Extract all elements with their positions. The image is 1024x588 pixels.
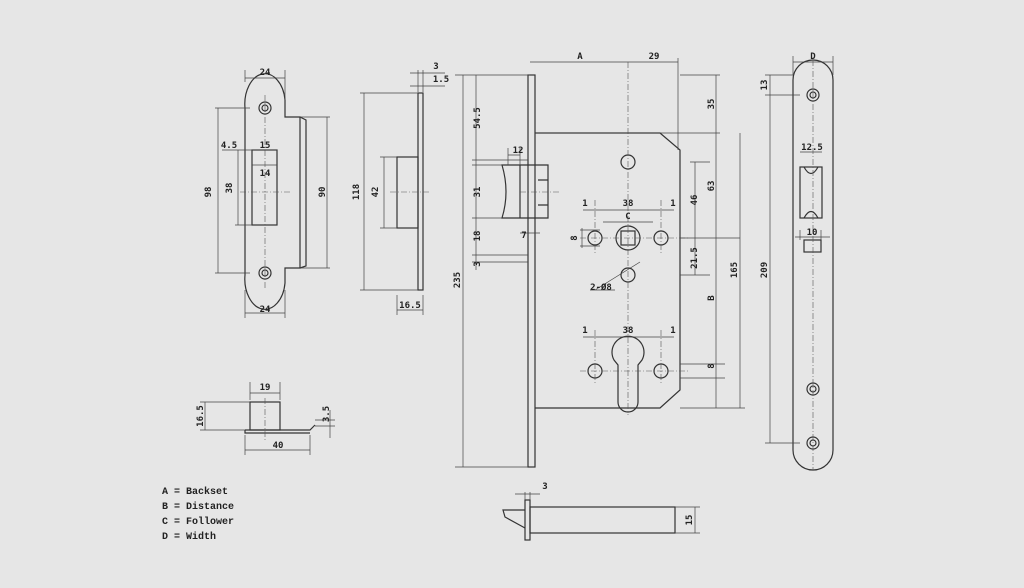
dimension-label: 63: [707, 181, 717, 192]
dimension-label: D: [810, 52, 816, 62]
strike-plate-front: [215, 70, 330, 318]
dimension-label: 35: [707, 99, 717, 110]
legend: A = Backset B = Distance C = Follower D …: [162, 486, 234, 543]
dimension-label: 54.5: [473, 107, 483, 129]
dimension-label: 38: [623, 199, 634, 209]
dimension-label: 235: [453, 272, 463, 288]
dimension-label: 1.5: [433, 75, 449, 85]
dimension-label: 15: [685, 515, 695, 526]
dimension-label: 3.5: [322, 406, 332, 422]
dimension-label: 7: [521, 231, 526, 241]
dimension-label: A: [577, 52, 583, 62]
faceplate: [765, 56, 834, 471]
dimension-label: 118: [352, 184, 362, 200]
dimension-label: 16.5: [399, 301, 421, 311]
dimension-label: 15: [260, 141, 271, 151]
dimension-label: 4.5: [221, 141, 237, 151]
dimension-label: 16.5: [196, 405, 206, 427]
dimension-label: 10: [807, 228, 818, 238]
dimension-label: B: [707, 295, 717, 301]
legend-item: A = Backset: [162, 486, 228, 498]
dimension-label: 3: [542, 482, 547, 492]
dimension-label: 42: [371, 187, 381, 198]
dimension-label: 38: [225, 183, 235, 194]
dimension-label: 12.5: [801, 143, 823, 153]
dimension-label: 1: [670, 199, 675, 209]
mortise-lock-body: [455, 58, 745, 468]
dimension-label: 24: [260, 305, 271, 315]
dimension-label: 1: [582, 326, 587, 336]
dimension-label: 8: [570, 235, 580, 240]
dimension-label: 46: [690, 195, 700, 206]
bolt-side: [502, 492, 700, 541]
dimension-label: 31: [473, 187, 483, 198]
dimension-label: 8: [707, 363, 717, 368]
dimension-label: 2-Ø8: [590, 282, 612, 293]
dimension-label: 40: [273, 441, 284, 451]
legend-item: C = Follower: [162, 516, 234, 528]
legend-item: D = Width: [162, 531, 216, 543]
strike-plate-bottom: [200, 382, 335, 455]
dimension-label: 38: [623, 326, 634, 336]
dimension-label: 165: [730, 262, 740, 278]
dimension-label: 98: [204, 187, 214, 198]
dimension-label: C: [625, 212, 630, 222]
legend-item: B = Distance: [162, 501, 234, 513]
dimension-label: 19: [260, 383, 271, 393]
dimension-label: 90: [318, 187, 328, 198]
strike-plate-side: [360, 70, 445, 315]
dimension-label: 24: [260, 68, 271, 78]
dimension-label: 3: [473, 261, 483, 266]
dimension-label: 209: [760, 262, 770, 278]
dimension-label: 21.5: [690, 247, 700, 269]
dimension-label: 1: [670, 326, 675, 336]
dimension-label: 14: [260, 169, 271, 179]
dimension-label: 1: [582, 199, 587, 209]
dimension-label: 18: [473, 231, 483, 242]
dimension-label: 29: [649, 52, 660, 62]
dimension-label: 13: [760, 80, 770, 91]
dimension-label: 3: [433, 62, 438, 72]
dimension-label: 12: [513, 146, 524, 156]
